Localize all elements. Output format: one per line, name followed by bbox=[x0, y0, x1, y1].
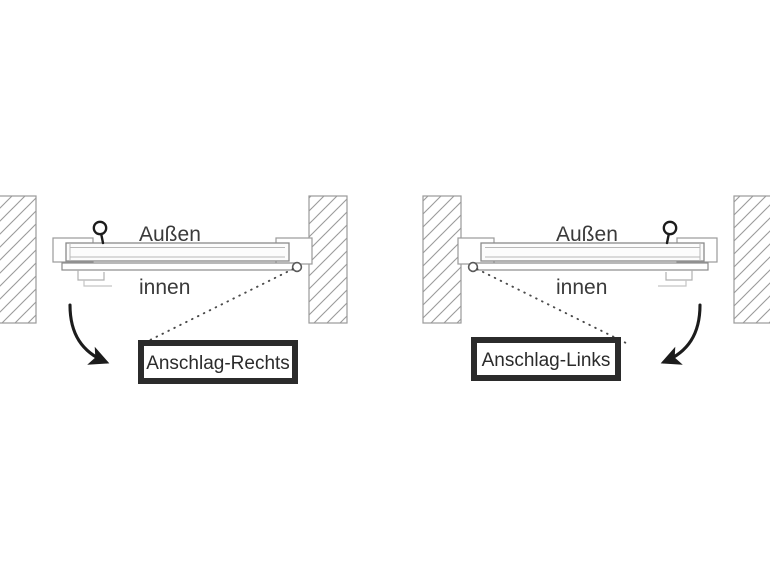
wall-left-jamb bbox=[422, 195, 462, 324]
sill-bracket-r bbox=[658, 270, 693, 287]
leader-line-dotted bbox=[139, 268, 294, 346]
door-handle-knob-r bbox=[662, 220, 678, 245]
sill-bracket bbox=[77, 270, 112, 287]
label-inside-right: innen bbox=[556, 276, 607, 299]
panel-left: Außen innen Anschlag-Rechts bbox=[0, 195, 348, 384]
label-outside-left: Außen bbox=[139, 223, 201, 246]
callout-label-rechts: Anschlag-Rechts bbox=[146, 353, 290, 374]
label-outside-right: Außen bbox=[556, 223, 618, 246]
leader-line-dotted-r bbox=[476, 268, 631, 346]
callout-box-links[interactable]: Anschlag-Links bbox=[471, 337, 621, 381]
swing-arrow bbox=[68, 303, 110, 365]
wall-right-outer bbox=[733, 195, 770, 324]
hinge-pivot-r bbox=[467, 261, 479, 273]
door-leaf-section bbox=[65, 242, 290, 262]
door-handle-knob bbox=[92, 220, 108, 245]
callout-label-links: Anschlag-Links bbox=[482, 350, 611, 371]
door-sill-strip-r bbox=[472, 262, 709, 271]
panel-right: Außen innen Anschlag-Links bbox=[422, 195, 770, 381]
callout-box-rechts[interactable]: Anschlag-Rechts bbox=[138, 340, 298, 384]
wall-right-jamb bbox=[308, 195, 348, 324]
door-leaf-section-r bbox=[480, 242, 705, 262]
door-sill-strip bbox=[61, 262, 298, 271]
swing-arrow-r bbox=[660, 303, 702, 365]
wall-left-outer bbox=[0, 195, 37, 324]
hinge-pivot bbox=[291, 261, 303, 273]
label-inside-left: innen bbox=[139, 276, 190, 299]
